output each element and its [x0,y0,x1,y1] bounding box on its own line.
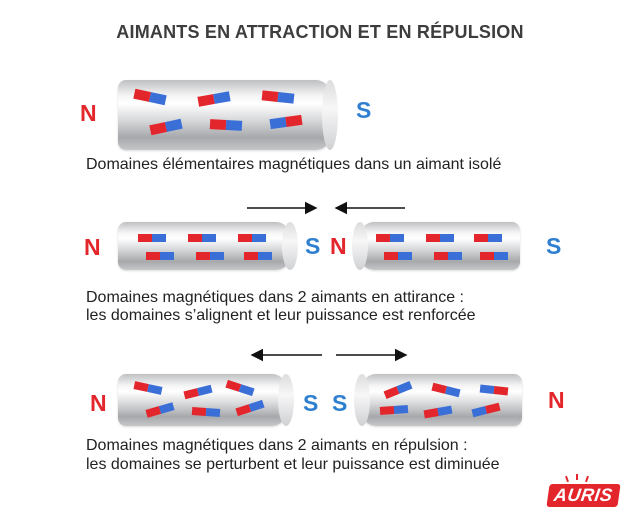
pole-n-isolated: N [80,100,97,126]
magnet-attraction-left [118,222,298,270]
domain [426,234,454,242]
caption-attraction-line1: Domaines magnétiques dans 2 aimants en a… [86,289,464,306]
pole-s-attraction-left: S [305,233,321,259]
pole-n-repulsion-right: N [548,387,565,413]
pole-n-repulsion-left: N [90,390,107,416]
domain [238,234,266,242]
magnet-repulsion-right [354,374,522,426]
pole-s-repulsion-left: S [303,390,319,416]
caption-repulsion-line1: Domaines magnétiques dans 2 aimants en r… [86,437,468,454]
pole-n-attraction-left: N [84,234,101,260]
auris-logo: AURIS [546,484,621,507]
page-title: AIMANTS EN ATTRACTION ET EN RÉPULSION [116,22,524,42]
pole-s-attraction-right: S [546,233,562,259]
domain [384,252,412,260]
domain [480,252,508,260]
domain [474,234,502,242]
domain [196,252,224,260]
domain [146,252,174,260]
logo-ray [576,474,578,480]
magnet-attraction-right [352,222,520,270]
caption-isolated: Domaines élémentaires magnétiques dans u… [86,156,502,173]
pole-n-attraction-right: N [330,233,347,259]
domain [209,119,243,131]
domain [376,234,404,242]
caption-repulsion-line2: les domaines se perturbent et leur puiss… [86,456,500,473]
domain [434,252,462,260]
domain [138,234,166,242]
pole-s-repulsion-right: S [332,390,348,416]
domain [188,234,216,242]
caption-attraction-line2: les domaines s’alignent et leur puissanc… [86,307,476,324]
domain [244,252,272,260]
pole-s-isolated: S [356,97,372,123]
